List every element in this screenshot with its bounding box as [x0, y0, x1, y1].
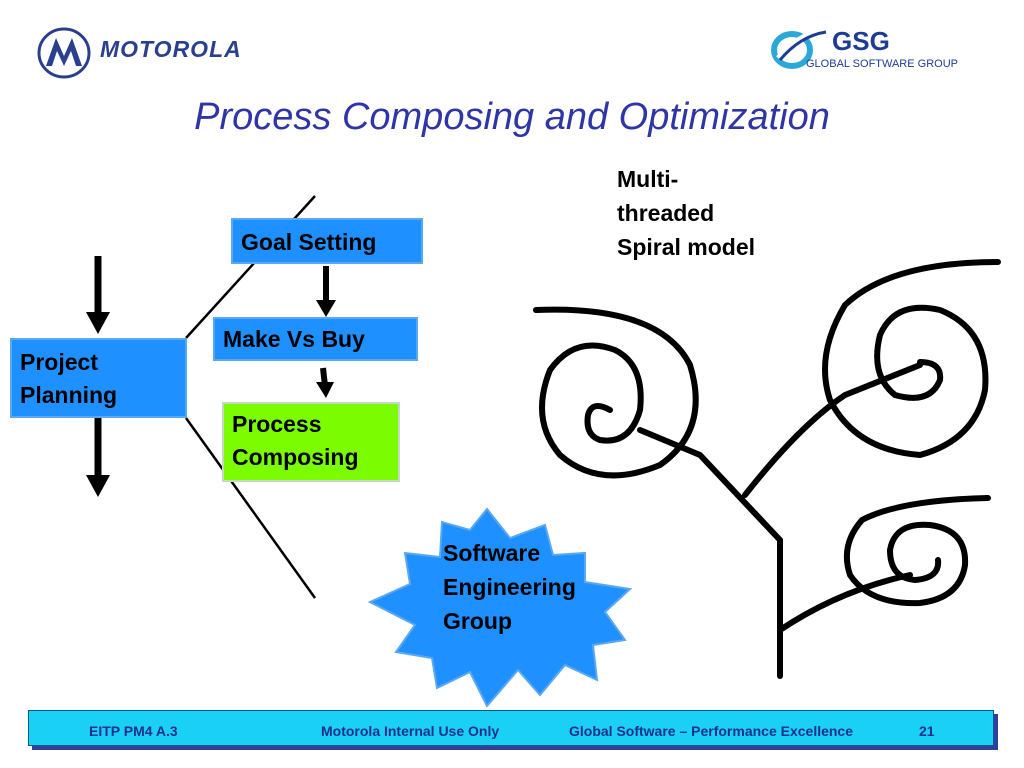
arrow-down-icon	[86, 256, 110, 334]
spiral-label-line-2: threaded	[617, 200, 715, 226]
process-composing-box: Process Composing	[222, 402, 400, 482]
star-burst-shape	[367, 507, 633, 708]
gsg-swoosh-icon	[771, 27, 827, 69]
spiral-label-line-1: Multi-	[617, 166, 679, 192]
footer-background: EITP PM4 A.3 Motorola Internal Use Only …	[28, 710, 994, 746]
gsg-brand: GSG	[832, 26, 890, 56]
arrow-down-icon	[316, 367, 334, 398]
footer-bar: EITP PM4 A.3 Motorola Internal Use Only …	[28, 710, 1000, 748]
page-title: Process Composing and Optimization	[194, 96, 830, 138]
goal-setting-label: Goal Setting	[241, 229, 377, 255]
process-composing-label-1: Process	[232, 411, 322, 437]
process-composing-label-2: Composing	[232, 444, 359, 470]
gsg-tagline: GLOBAL SOFTWARE GROUP	[806, 58, 958, 70]
motorola-logo-icon	[37, 27, 91, 79]
motorola-brand: MOTOROLA	[100, 36, 242, 62]
funnel-lower-line	[184, 417, 317, 599]
footer-classification: Motorola Internal Use Only	[321, 723, 500, 739]
software-engineering-group-label: Software Engineering Group	[443, 536, 576, 638]
arrow-down-icon	[86, 418, 110, 497]
star-label-line-2: Engineering	[443, 574, 576, 600]
make-vs-buy-label: Make Vs Buy	[223, 326, 365, 352]
project-planning-label-2: Planning	[20, 382, 118, 408]
footer-course-code: EITP PM4 A.3	[89, 723, 178, 739]
star-label-line-3: Group	[443, 608, 512, 634]
goal-setting-box: Goal Setting	[231, 218, 423, 264]
star-label-line-1: Software	[443, 540, 541, 566]
arrow-down-icon	[316, 266, 336, 317]
project-planning-label-1: Project	[20, 349, 98, 375]
spiral-model-label: Multi- threaded Spiral model	[617, 162, 755, 264]
footer-org-name: Global Software – Performance Excellence	[569, 723, 854, 739]
spiral-model-drawing	[533, 259, 1001, 679]
spiral-label-line-3: Spiral model	[617, 234, 756, 260]
footer-page-number: 21	[919, 723, 935, 739]
project-planning-box: Project Planning	[10, 338, 187, 418]
make-vs-buy-box: Make Vs Buy	[213, 317, 418, 361]
